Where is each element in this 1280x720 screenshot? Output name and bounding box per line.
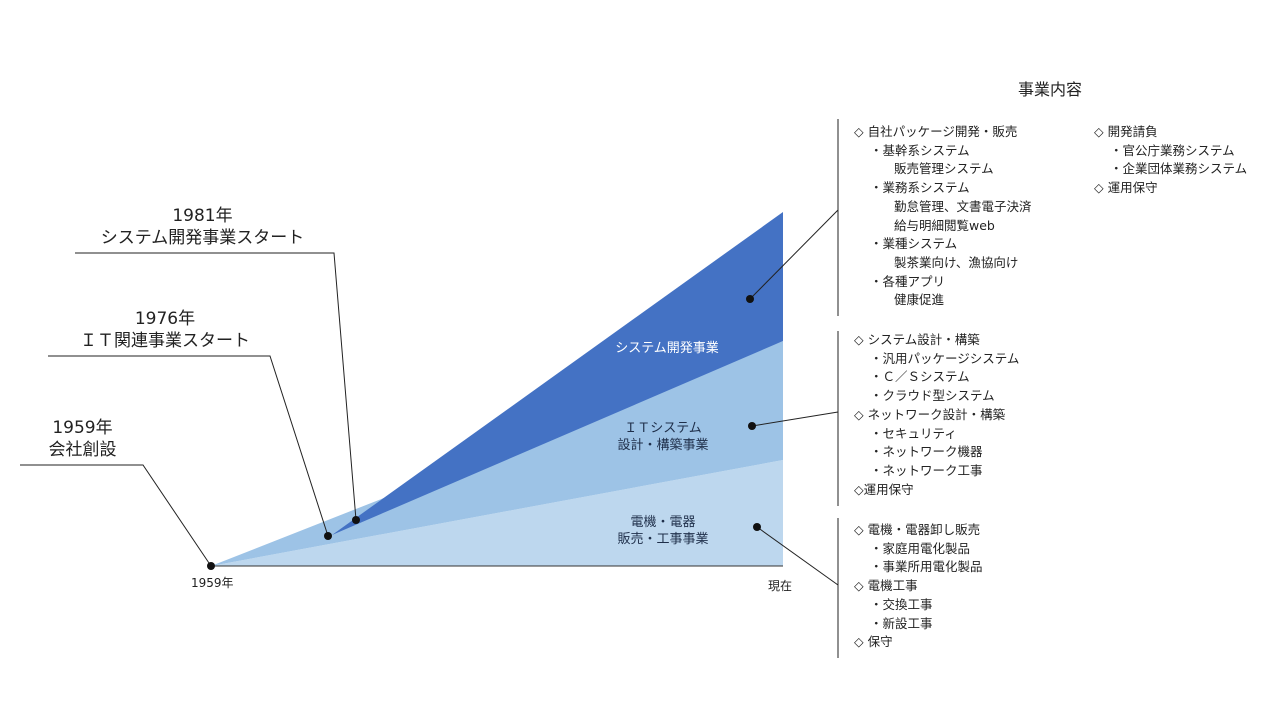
list-item: 製茶業向け、漁協向け [894, 254, 1019, 270]
band-label-line: 販売・工事事業 [617, 532, 709, 547]
list-item: 給与明細閲覧web [894, 217, 995, 233]
list-item: ・基幹系システム [870, 142, 970, 158]
milestone-year: 1976年 [134, 309, 196, 329]
list-item: ・業務系システム [870, 180, 970, 196]
list-item: ◇ 開発請負 [1094, 124, 1158, 139]
list-item: ・Ｃ／Ｓシステム [870, 369, 970, 385]
dot-system-dev [746, 295, 754, 303]
list-item: ・企業団体業務システム [1110, 161, 1248, 177]
list-item: ◇ 電機・電器卸し販売 [854, 522, 981, 537]
axis-end-label: 現在 [768, 579, 793, 593]
list-item: ・事業所用電化製品 [870, 559, 983, 575]
list-item: ◇ 運用保守 [1094, 180, 1158, 196]
milestone-label: 会社創設 [48, 440, 117, 460]
list-item: ◇運用保守 [854, 481, 914, 497]
list-item: ・汎用パッケージシステム [870, 350, 1020, 366]
list-item: ・セキュリティ [870, 425, 957, 441]
list-item: ◇ システム設計・構築 [854, 332, 980, 347]
axis-start-label: 1959年 [191, 576, 234, 590]
band-label-line: 設計・構築事業 [617, 438, 709, 453]
leader-1981 [75, 252, 357, 521]
leader-1959 [20, 464, 212, 567]
dot-it-system [748, 422, 756, 430]
page-title: 事業内容 [1018, 80, 1083, 99]
list-item: 勤怠管理、文書電子決済 [894, 198, 1032, 214]
list-system-dev-right: ◇ 開発請負・官公庁業務システム・企業団体業務システム ◇ 運用保守 [1094, 123, 1247, 198]
connector-electric [756, 526, 839, 586]
list-item: ・各種アプリ [870, 273, 946, 289]
list-it-system: ◇ システム設計・構築・汎用パッケージシステム・Ｃ／Ｓシステム・クラウド型システ… [854, 331, 1019, 499]
list-item: ・ネットワーク工事 [870, 462, 983, 478]
band-system-dev [332, 212, 783, 535]
marker-1976 [324, 532, 332, 540]
list-item: ◇ 保守 [854, 634, 893, 650]
list-item: ・業種システム [870, 236, 958, 252]
milestone-label: ＩＴ関連事業スタート [80, 331, 250, 351]
connector-system-dev [749, 209, 839, 300]
list-item: ・官公庁業務システム [1110, 142, 1235, 158]
band-label-it-system: ＩＴシステム 設計・構築事業 [593, 420, 733, 454]
band-label-line: 電機・電器 [630, 515, 696, 530]
list-item: 販売管理システム [894, 161, 994, 177]
marker-1959 [207, 562, 215, 570]
milestone-year: 1959年 [52, 418, 113, 438]
marker-1981 [352, 516, 360, 524]
list-system-dev-left: ◇ 自社パッケージ開発・販売・基幹系システム販売管理システム・業務系システム勤怠… [854, 123, 1032, 310]
band-label-system-dev: システム開発事業 [597, 340, 737, 357]
band-label-electric: 電機・電器 販売・工事事業 [593, 514, 733, 548]
milestone-label: システム開発事業スタート [100, 228, 305, 248]
list-item: ・新設工事 [870, 615, 933, 631]
list-item: ◇ 電機工事 [854, 578, 918, 594]
milestone-1981: 1981年 システム開発事業スタート [70, 205, 335, 249]
connector-it-system [751, 411, 839, 427]
band-label-line: システム開発事業 [615, 341, 719, 356]
leader-1976 [48, 355, 329, 537]
list-item: ・家庭用電化製品 [870, 540, 971, 556]
milestone-1976: 1976年 ＩＴ関連事業スタート [40, 308, 290, 352]
list-electric: ◇ 電機・電器卸し販売・家庭用電化製品・事業所用電化製品 ◇ 電機工事・交換工事・… [854, 521, 983, 652]
list-item: ・ネットワーク機器 [870, 444, 983, 460]
list-item: ・交換工事 [870, 596, 933, 612]
dot-electric [753, 523, 761, 531]
list-item: ・クラウド型システム [870, 388, 995, 404]
list-item: ◇ 自社パッケージ開発・販売 [854, 124, 1018, 139]
list-item: 健康促進 [894, 292, 945, 308]
list-item: ◇ ネットワーク設計・構築 [854, 406, 1006, 422]
milestone-1959: 1959年 会社創設 [30, 417, 135, 461]
milestone-year: 1981年 [172, 206, 233, 226]
band-label-line: ＩＴシステム [624, 421, 702, 436]
